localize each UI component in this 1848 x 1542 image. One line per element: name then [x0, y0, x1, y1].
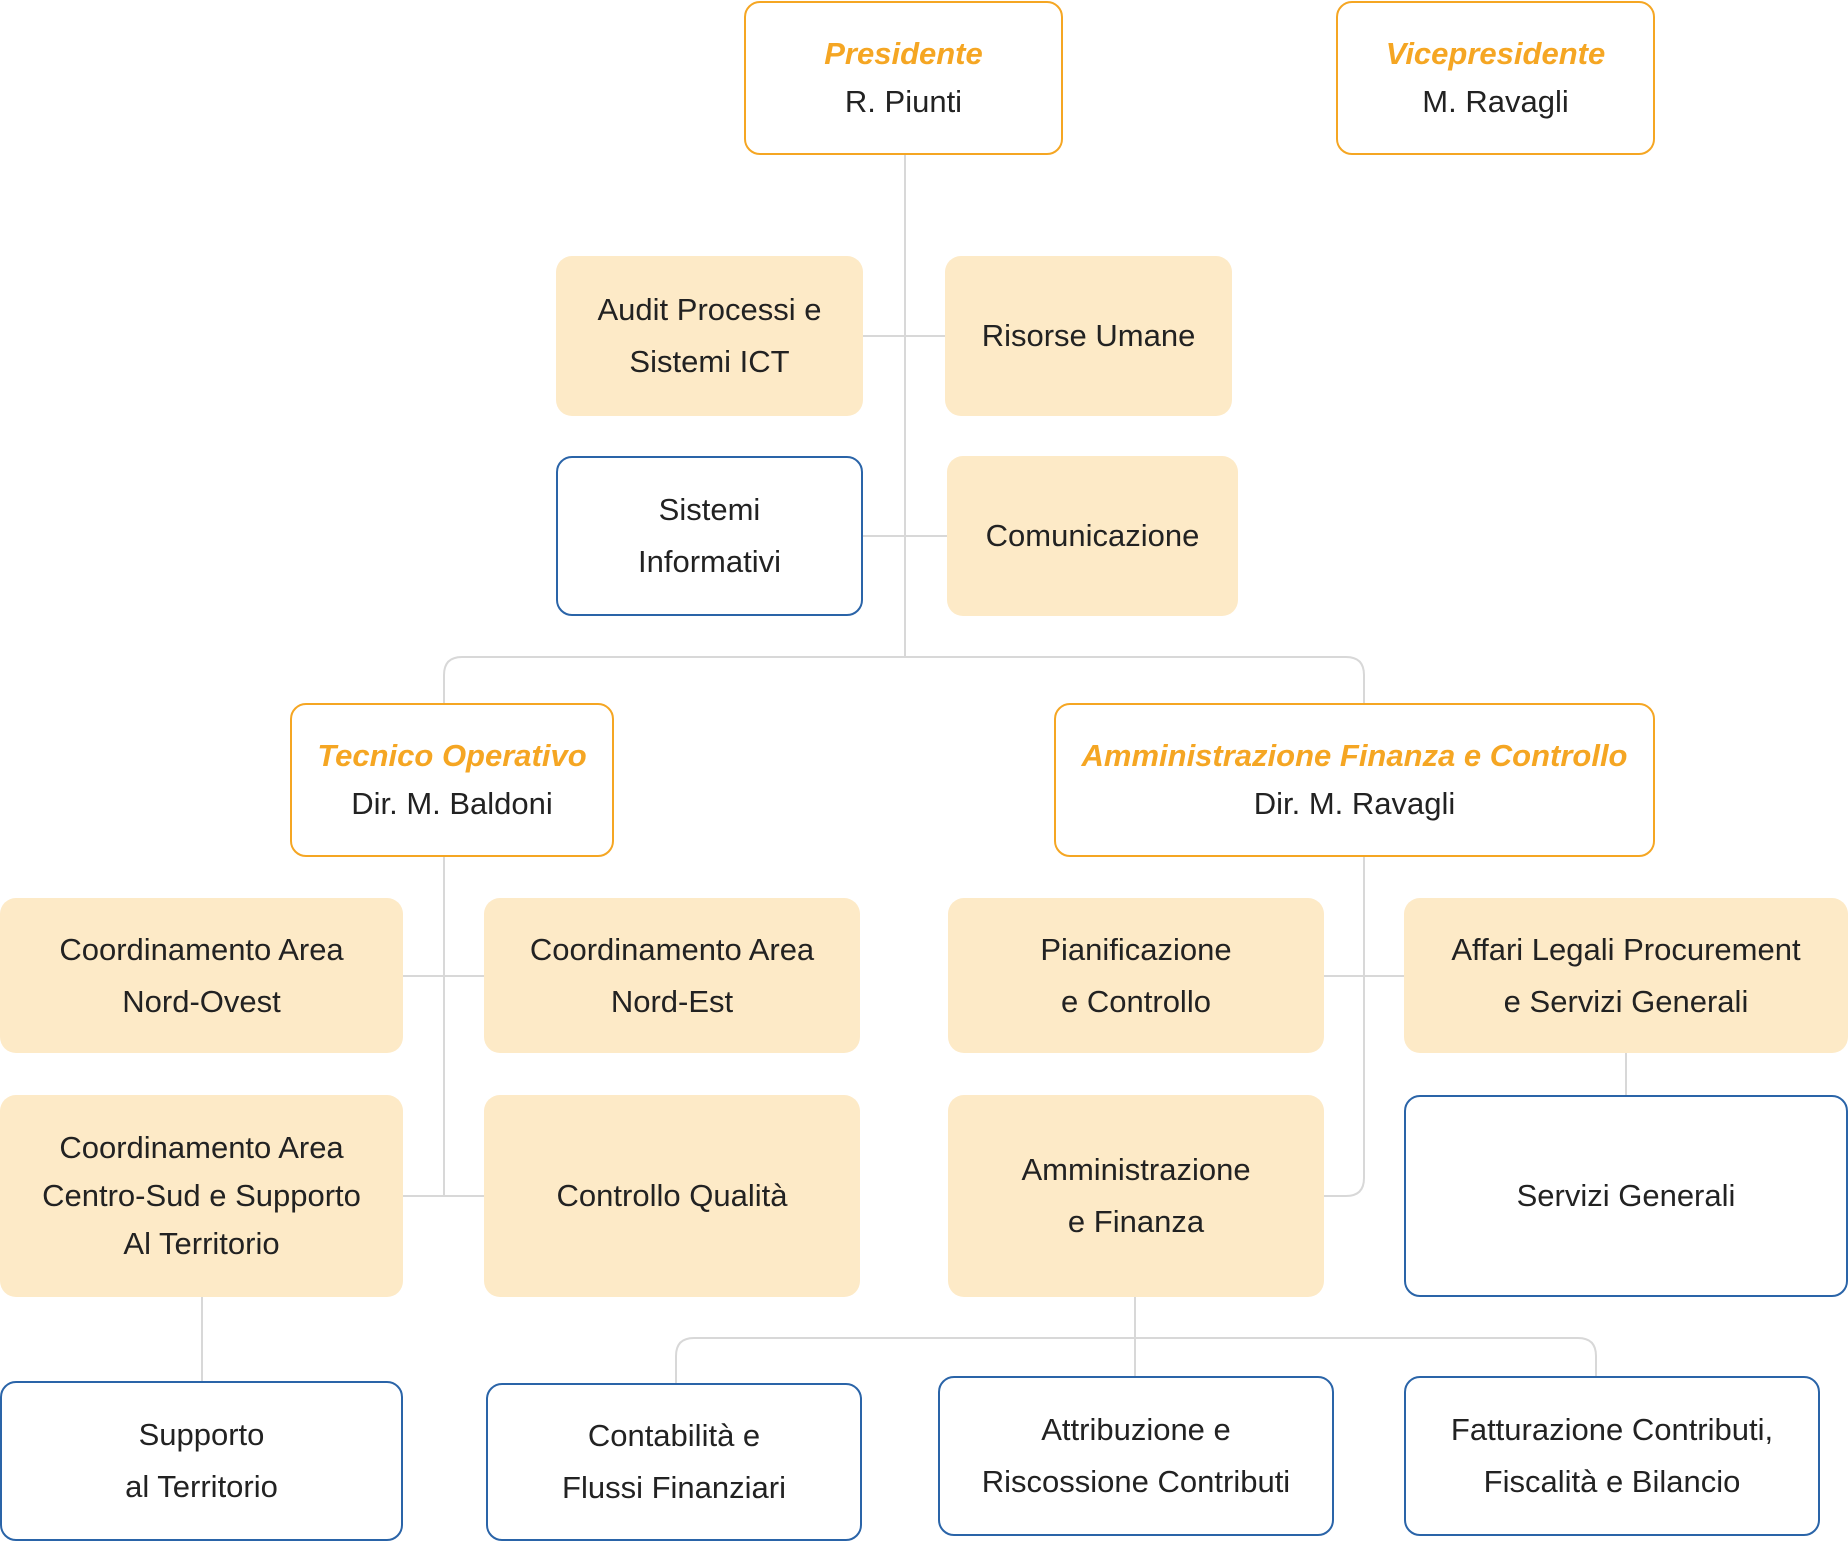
sistemi-informativi-line2: Informativi: [638, 544, 781, 579]
amministrazione-finanza-box: Amministrazione e Finanza: [948, 1095, 1324, 1297]
amministrazione-finanza-controllo-role: Amministrazione Finanza e Controllo: [1081, 738, 1628, 773]
tecnico-operativo-box: Tecnico Operativo Dir. M. Baldoni: [290, 703, 614, 857]
supporto-line2: al Territorio: [125, 1469, 278, 1504]
controllo-qualita-label: Controllo Qualità: [556, 1178, 788, 1213]
nord-est-line2: Nord-Est: [610, 983, 734, 1019]
tecnico-operativo-name: Dir. M. Baldoni: [351, 786, 553, 821]
contabilita-line2: Flussi Finanziari: [562, 1470, 786, 1505]
risorse-umane-box: Risorse Umane: [945, 256, 1232, 416]
supporto-territorio-box: Supporto al Territorio: [0, 1381, 403, 1541]
presidente-box: Presidente R. Piunti: [744, 1, 1063, 155]
centro-sud-line3: Al Territorio: [123, 1226, 280, 1261]
contabilita-box: Contabilità e Flussi Finanziari: [486, 1383, 862, 1541]
amministrazione-finanza-controllo-name: Dir. M. Ravagli: [1253, 786, 1456, 821]
coordinamento-nord-est-box: Coordinamento Area Nord-Est: [484, 898, 860, 1053]
amministrazione-finanza-controllo-box: Amministrazione Finanza e Controllo Dir.…: [1054, 703, 1655, 857]
centro-sud-line1: Coordinamento Area: [59, 1130, 344, 1165]
pianificazione-line2: e Controllo: [1061, 983, 1211, 1019]
servizi-generali-box: Servizi Generali: [1404, 1095, 1848, 1297]
vicepresidente-name: M. Ravagli: [1422, 84, 1569, 119]
sistemi-informativi-box: Sistemi Informativi: [556, 456, 863, 616]
connector-directors-bar: [443, 656, 1365, 703]
sistemi-informativi-line1: Sistemi: [658, 492, 761, 527]
presidente-role: Presidente: [824, 36, 983, 71]
comunicazione-box: Comunicazione: [947, 456, 1238, 616]
servizi-generali-label: Servizi Generali: [1516, 1178, 1736, 1213]
coordinamento-centro-sud-box: Coordinamento Area Centro-Sud e Supporto…: [0, 1095, 403, 1297]
fatturazione-line1: Fatturazione Contributi,: [1450, 1412, 1774, 1447]
affari-legali-line1: Affari Legali Procurement: [1451, 931, 1801, 967]
affari-legali-box: Affari Legali Procurement e Servizi Gene…: [1404, 898, 1848, 1053]
tecnico-operativo-role: Tecnico Operativo: [317, 738, 587, 773]
controllo-qualita-box: Controllo Qualità: [484, 1095, 860, 1297]
coordinamento-nord-ovest-box: Coordinamento Area Nord-Ovest: [0, 898, 403, 1053]
attribuzione-line1: Attribuzione e: [1041, 1412, 1231, 1447]
fatturazione-line2: Fiscalità e Bilancio: [1483, 1464, 1741, 1499]
pianificazione-controllo-box: Pianificazione e Controllo: [948, 898, 1324, 1053]
audit-processi-box: Audit Processi e Sistemi ICT: [556, 256, 863, 416]
connector-amministrazione-trunk: [1324, 857, 1365, 1197]
connector-amm-finanza-bar: [675, 1337, 1597, 1383]
attribuzione-box: Attribuzione e Riscossione Contributi: [938, 1376, 1334, 1536]
amm-finanza-line1: Amministrazione: [1021, 1152, 1251, 1187]
presidente-name: R. Piunti: [844, 84, 963, 119]
vicepresidente-role: Vicepresidente: [1385, 36, 1606, 71]
pianificazione-line1: Pianificazione: [1040, 931, 1232, 967]
attribuzione-line2: Riscossione Contributi: [981, 1464, 1291, 1499]
comunicazione-label: Comunicazione: [985, 518, 1200, 553]
vicepresidente-box: Vicepresidente M. Ravagli: [1336, 1, 1655, 155]
nord-ovest-line2: Nord-Ovest: [122, 983, 281, 1019]
amm-finanza-line2: e Finanza: [1067, 1204, 1205, 1239]
risorse-umane-label: Risorse Umane: [981, 318, 1196, 353]
audit-processi-line1: Audit Processi e: [597, 292, 822, 327]
supporto-line1: Supporto: [138, 1417, 265, 1452]
nord-est-line1: Coordinamento Area: [529, 931, 815, 967]
centro-sud-line2: Centro-Sud e Supporto: [42, 1178, 361, 1213]
affari-legali-line2: e Servizi Generali: [1503, 983, 1749, 1019]
audit-processi-line2: Sistemi ICT: [629, 344, 790, 379]
contabilita-line1: Contabilità e: [587, 1418, 761, 1453]
nord-ovest-line1: Coordinamento Area: [59, 931, 344, 967]
fatturazione-box: Fatturazione Contributi, Fiscalità e Bil…: [1404, 1376, 1820, 1536]
